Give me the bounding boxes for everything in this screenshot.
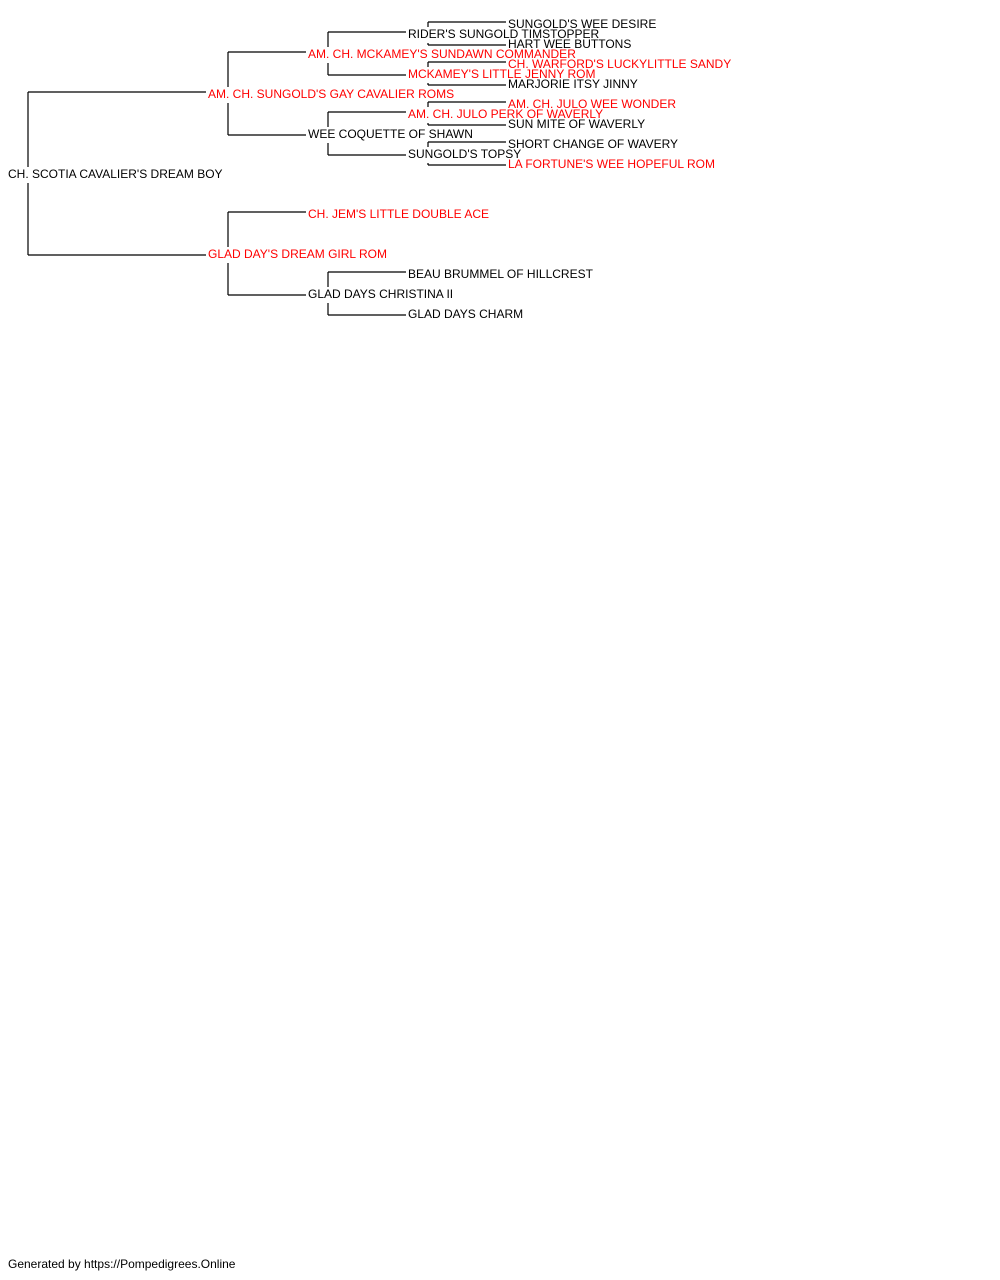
sire-name: SUNGOLD'S WEE DESIRE <box>508 17 657 31</box>
sire-name: RIDER'S SUNGOLD TIMSTOPPER <box>408 27 600 41</box>
sire-name: SHORT CHANGE OF WAVERY <box>508 137 679 151</box>
dam-name: GLAD DAYS CHARM <box>408 307 524 321</box>
dam-name: MARJORIE ITSY JINNY <box>508 77 638 91</box>
subject-name: CH. SCOTIA CAVALIER'S DREAM BOY <box>8 167 223 181</box>
dam-name: MCKAMEY'S LITTLE JENNY ROM <box>408 67 596 81</box>
sire-name: CH. WARFORD'S LUCKYLITTLE SANDY <box>508 57 732 71</box>
dam-name: SUNGOLD'S TOPSY <box>408 147 522 161</box>
sire-name: CH. JEM'S LITTLE DOUBLE ACE <box>308 207 490 221</box>
sire-name: AM. CH. JULO WEE WONDER <box>508 97 677 111</box>
sire-name: AM. CH. MCKAMEY'S SUNDAWN COMMANDER <box>308 47 576 61</box>
dam-name: SUN MITE OF WAVERLY <box>508 117 646 131</box>
footer-credit: Generated by https://Pompedigrees.Online <box>8 1257 236 1271</box>
sire-name: BEAU BRUMMEL OF HILLCREST <box>408 267 593 281</box>
dam-name: LA FORTUNE'S WEE HOPEFUL ROM <box>508 157 715 171</box>
dam-name: GLAD DAY'S DREAM GIRL ROM <box>208 247 387 261</box>
dam-name: WEE COQUETTE OF SHAWN <box>308 127 473 141</box>
dam-name: HART WEE BUTTONS <box>508 37 632 51</box>
dam-name: GLAD DAYS CHRISTINA II <box>308 287 454 301</box>
sire-name: AM. CH. SUNGOLD'S GAY CAVALIER ROMS <box>208 87 455 101</box>
sire-name: AM. CH. JULO PERK OF WAVERLY <box>408 107 604 121</box>
